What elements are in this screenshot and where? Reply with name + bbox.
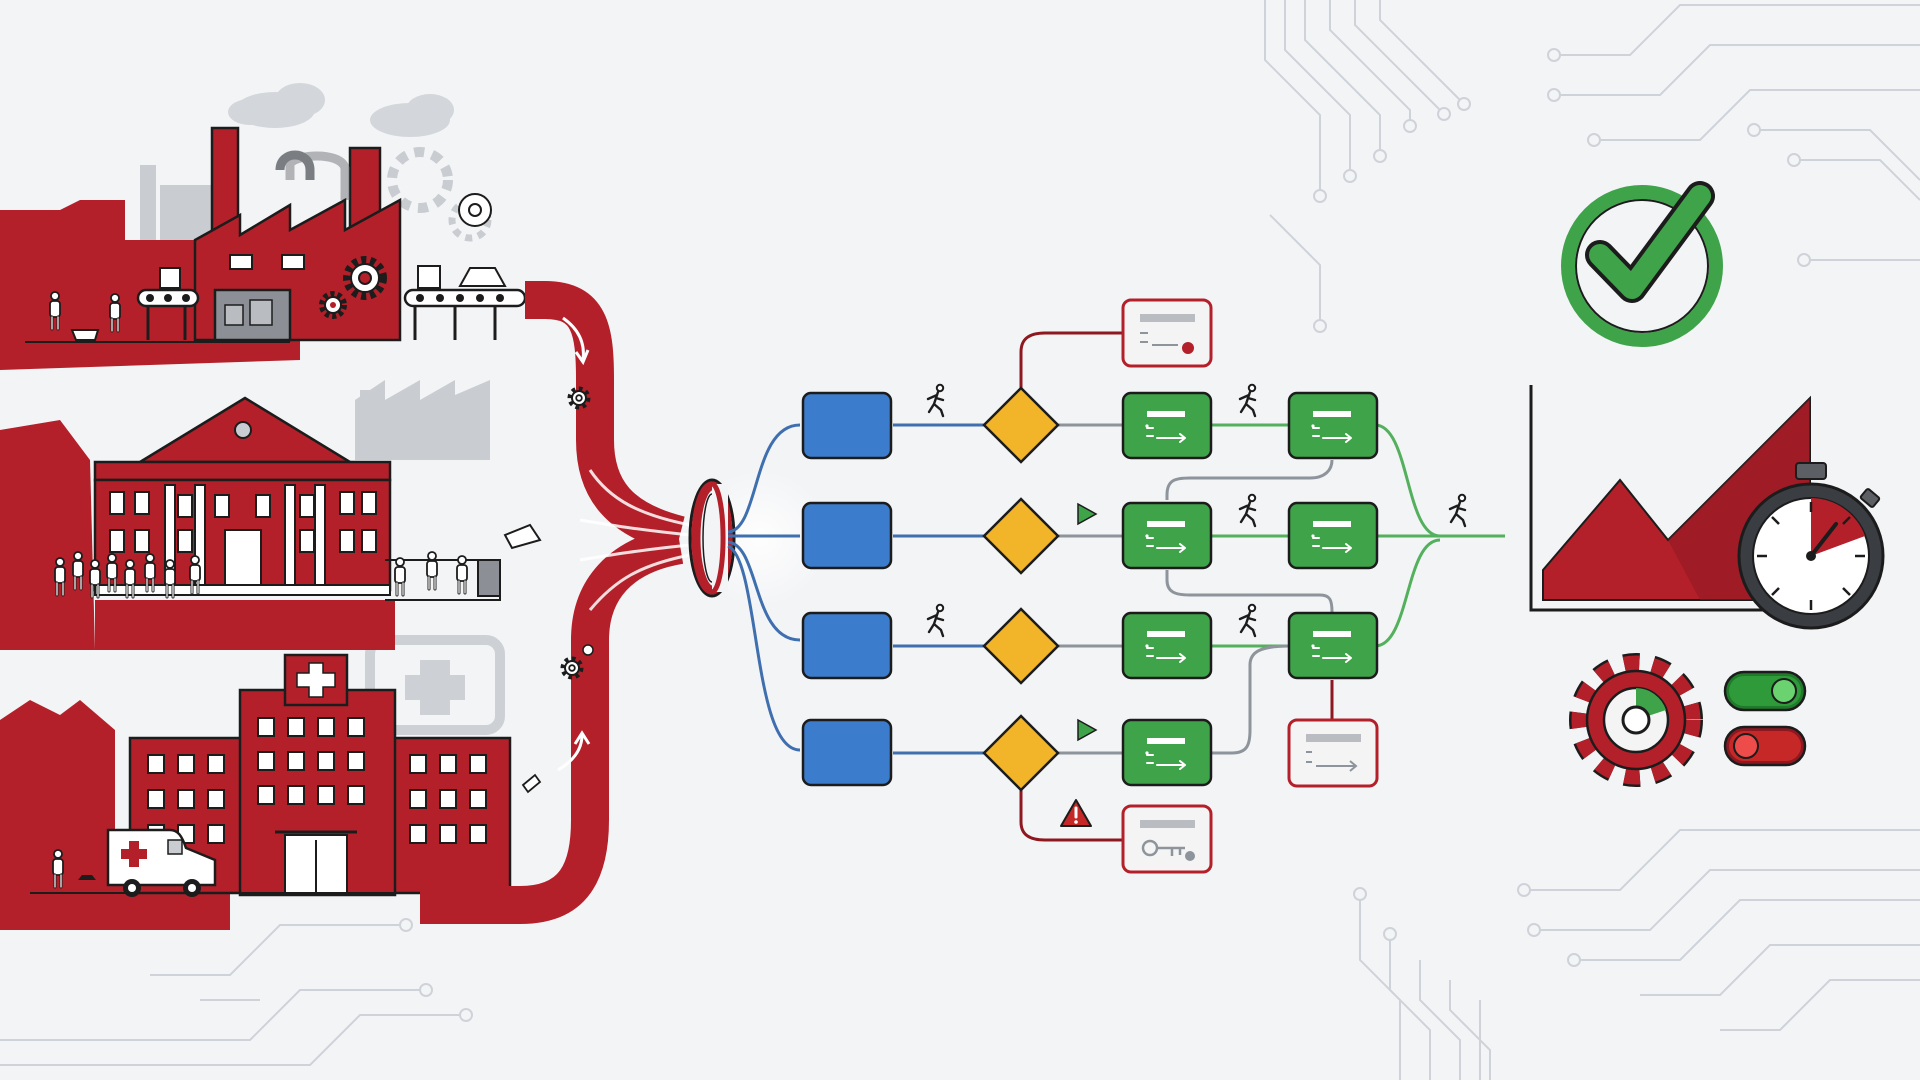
decision-node (982, 386, 1060, 464)
play-icon (1077, 502, 1098, 526)
runner-icon (1238, 603, 1257, 638)
play-icon (1077, 718, 1098, 742)
government-building-icon (0, 396, 542, 650)
cloud-icon (228, 83, 454, 137)
runner-icon (1448, 493, 1467, 528)
task-node (1121, 501, 1213, 570)
task-node (1121, 611, 1213, 680)
start-node (801, 391, 893, 460)
runner-icon (926, 603, 945, 638)
exception-card (1287, 718, 1379, 788)
toggle-on[interactable] (1723, 670, 1807, 712)
decision-nodes (982, 386, 1060, 792)
hospital-icon (0, 653, 525, 930)
exception-card (1121, 804, 1213, 874)
input-pipes (420, 281, 691, 924)
task-node (1121, 391, 1213, 460)
pipe-gears (521, 389, 594, 794)
start-node (801, 501, 893, 570)
exception-card (1121, 298, 1213, 368)
runner-icon (1238, 383, 1257, 418)
task-node (1287, 391, 1379, 460)
task-node (1121, 718, 1213, 787)
funnel-ring-icon (688, 468, 830, 608)
ghost-buildings (140, 147, 505, 735)
task-nodes (1121, 391, 1379, 787)
toggle-off[interactable] (1723, 725, 1807, 767)
gear-gauge-icon (1569, 653, 1703, 787)
stopwatch-icon (1737, 462, 1885, 630)
start-nodes (801, 391, 893, 787)
start-node (801, 611, 893, 680)
task-node (1287, 501, 1379, 570)
warning-icon (1060, 799, 1092, 827)
start-node (801, 718, 893, 787)
exception-cards (1121, 298, 1379, 874)
decision-node (982, 497, 1060, 575)
decision-node (982, 607, 1060, 685)
process-connectors (727, 331, 1505, 842)
decision-node (982, 714, 1060, 792)
institutions-panel (0, 83, 691, 930)
factory-icon (0, 126, 527, 370)
runner-icon (1238, 493, 1257, 528)
check-circle-icon (1561, 181, 1723, 347)
task-node (1287, 611, 1379, 680)
runner-icon (926, 383, 945, 418)
